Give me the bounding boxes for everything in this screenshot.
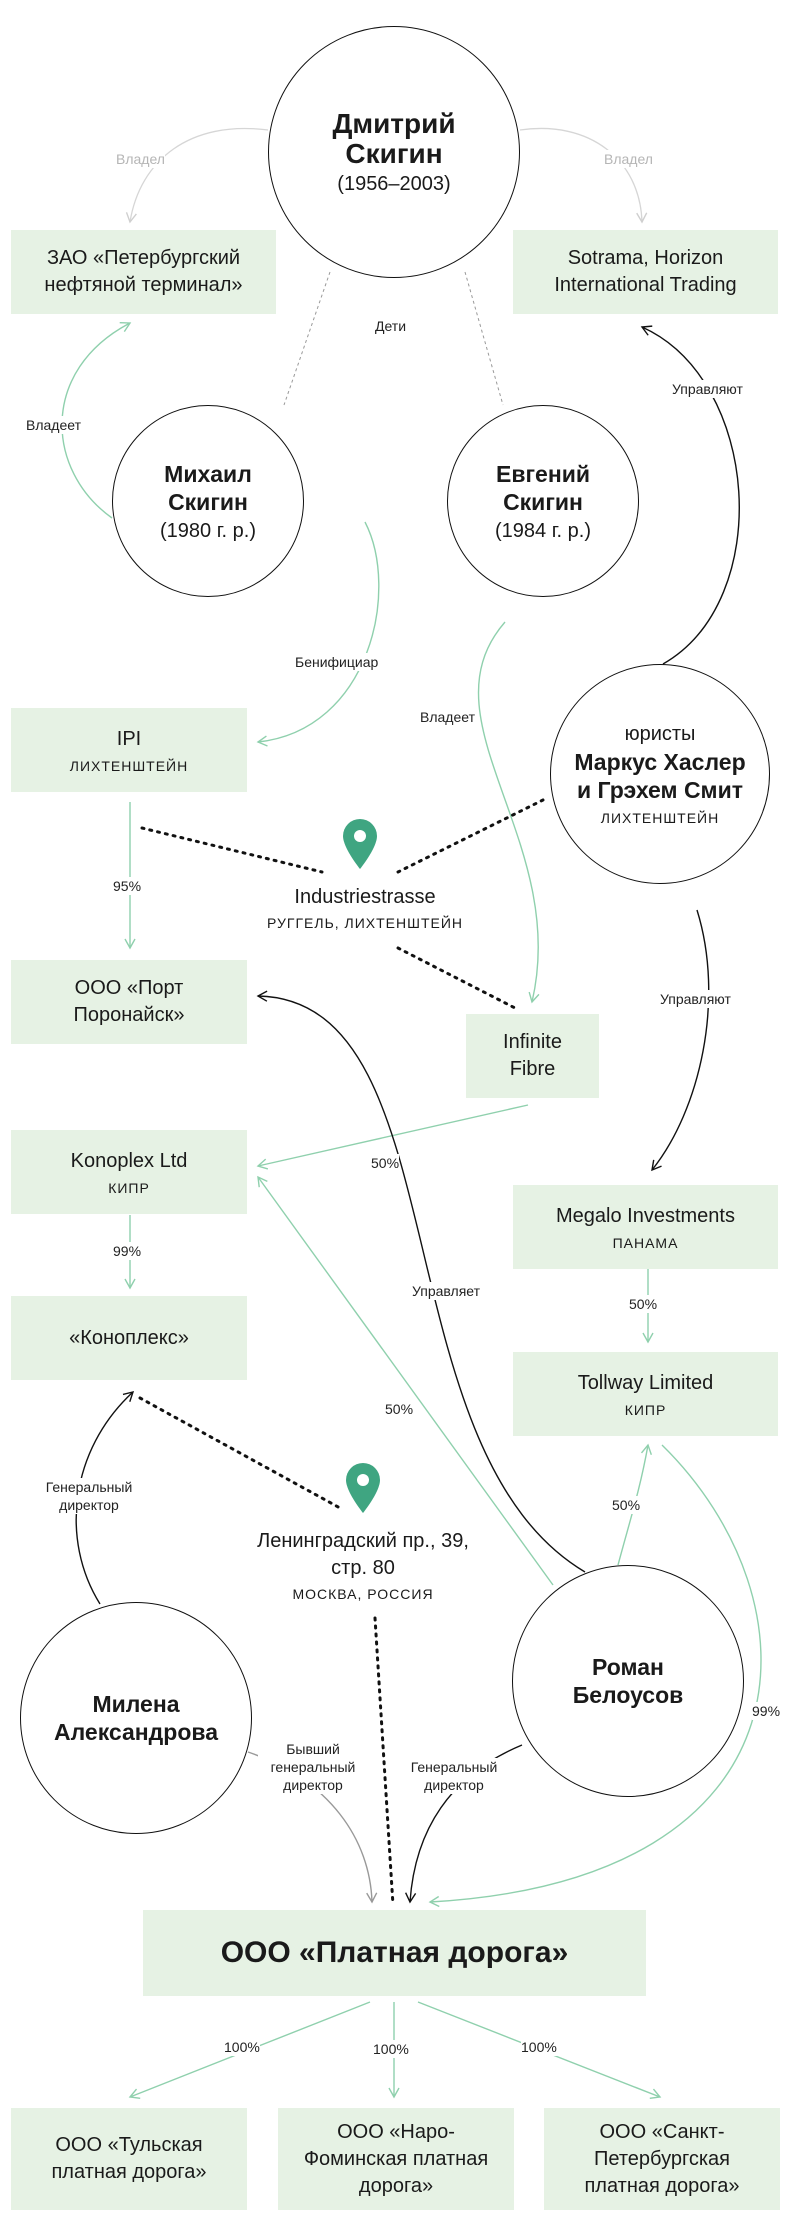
dots-ipi-addr	[140, 826, 324, 874]
person-prefix: юристы	[624, 722, 696, 745]
address-place: РУГГЕЛЬ, ЛИХТЕНШТЕЙН	[266, 915, 464, 931]
line-tollway-platnaya	[428, 1444, 762, 1908]
company-sotrama: Sotrama, Horizon International Trading	[513, 230, 778, 314]
person-years: (1980 г. р.)	[159, 519, 256, 542]
label-former-general-director: Бывший генеральный директор	[258, 1740, 368, 1794]
company-naro: ООО «Наро-Фоминская платная дорога»	[278, 2108, 514, 2210]
line-evgeny-infinite	[477, 621, 540, 1004]
company-port: ООО «Порт Поронайск»	[11, 960, 247, 1044]
company-name: Sotrama, Horizon International Trading	[554, 247, 737, 296]
company-name: Konoplex Ltd	[70, 1150, 188, 1172]
line-dmitry-zao	[125, 127, 269, 224]
label-general-director-roman: Генеральный директор	[398, 1758, 510, 1794]
company-name: Infinite Fibre	[503, 1031, 562, 1080]
line-children-mikhail	[283, 271, 331, 406]
label-beneficiary: Бенифициар	[295, 653, 379, 671]
company-name: IPI	[116, 728, 142, 750]
person-name: Дмитрий Скигин	[332, 107, 456, 169]
address-place: МОСКВА, РОССИЯ	[292, 1586, 434, 1602]
person-lawyers: юристы Маркус Хаслер и Грэхем Смит ЛИХТЕ…	[550, 664, 770, 884]
location-pin-icon	[343, 819, 377, 869]
label-pct-99-tollway: 99%	[752, 1702, 781, 1720]
label-children: Дети	[375, 317, 407, 335]
label-pct-50-megalo-tollway: 50%	[629, 1295, 658, 1313]
label-pct-95: 95%	[113, 877, 142, 895]
label-pct-50-roman-tollway: 50%	[612, 1496, 641, 1514]
person-years: (1956–2003)	[337, 172, 451, 195]
line-mikhail-ipi	[256, 521, 380, 747]
line-roman-platnaya	[405, 1744, 523, 1904]
person-name: Михаил Скигин	[164, 460, 252, 515]
company-megalo: Megalo Investments ПАНАМА	[513, 1185, 778, 1269]
person-roman: Роман Белоусов	[512, 1565, 744, 1797]
line-lawyers-sotrama	[640, 325, 740, 665]
label-pct-50-roman-konoplex: 50%	[385, 1400, 414, 1418]
person-name: Роман Белоусов	[572, 1654, 684, 1708]
label-owns-infinite: Владеет	[420, 708, 475, 726]
line-roman-port	[256, 990, 586, 1573]
label-pct-100-tula: 100%	[224, 2038, 260, 2056]
company-konoplex: «Коноплекс»	[11, 1296, 247, 1380]
dots-lawyers-addr	[396, 798, 545, 874]
label-manages-port: Управляет	[412, 1282, 481, 1300]
company-name: ООО «Санкт-Петербургская платная дорога»	[584, 2120, 740, 2197]
company-name: ООО «Наро-Фоминская платная дорога»	[303, 2120, 489, 2197]
label-general-director: Генеральный директор	[34, 1478, 144, 1514]
dots-addr-platnaya	[373, 1616, 395, 1907]
label-pct-50-konoplex: 50%	[371, 1154, 400, 1172]
person-evgeny: Евгений Скигин (1984 г. р.)	[447, 405, 639, 597]
line-roman-konoplex	[257, 1175, 554, 1586]
company-country: ЛИХТЕНШТЕЙН	[69, 758, 189, 774]
address-name: Industriestrasse	[294, 886, 436, 908]
company-name: ЗАО «Петербургский нефтяной терминал»	[44, 247, 243, 296]
label-owns-zao: Владеет	[26, 416, 81, 434]
company-platnaya: ООО «Платная дорога»	[143, 1910, 646, 1996]
person-name: Евгений Скигин	[495, 460, 591, 515]
dots-konoplex-addr	[138, 1396, 342, 1510]
person-country: ЛИХТЕНШТЕЙН	[600, 809, 720, 826]
label-manage-sotrama: Управляют	[672, 380, 743, 398]
address-leningradsky: Ленинградский пр., 39, стр. 80 МОСКВА, Р…	[233, 1528, 493, 1602]
company-ipi: IPI ЛИХТЕНШТЕЙН	[11, 708, 247, 792]
line-lawyers-megalo	[651, 909, 710, 1172]
company-name: Tollway Limited	[577, 1372, 714, 1394]
company-country: КИПР	[108, 1180, 150, 1196]
company-spb: ООО «Санкт-Петербургская платная дорога»	[544, 2108, 780, 2210]
address-name: Ленинградский пр., 39, стр. 80	[257, 1530, 469, 1579]
company-konoplex-ltd: Konoplex Ltd КИПР	[11, 1130, 247, 1214]
company-zao-pnt: ЗАО «Петербургский нефтяной терминал»	[11, 230, 276, 314]
label-pct-99-konoplex: 99%	[113, 1242, 142, 1260]
label-manage-megalo: Управляют	[660, 990, 731, 1008]
person-name: Маркус Хаслер и Грэхем Смит	[574, 748, 746, 803]
label-pct-100-naro: 100%	[373, 2040, 409, 2058]
label-pct-100-spb: 100%	[521, 2038, 557, 2056]
person-years: (1984 г. р.)	[494, 519, 591, 542]
company-tollway: Tollway Limited КИПР	[513, 1352, 778, 1436]
label-owned-right: Владел	[604, 150, 653, 168]
company-name: ООО «Тульская платная дорога»	[51, 2134, 207, 2183]
line-children-evgeny	[464, 271, 504, 406]
address-industriestrasse: Industriestrasse РУГГЕЛЬ, ЛИХТЕНШТЕЙН	[240, 884, 490, 931]
company-infinite: Infinite Fibre	[466, 1014, 599, 1098]
person-mikhail: Михаил Скигин (1980 г. р.)	[112, 405, 304, 597]
company-name: Megalo Investments	[556, 1205, 735, 1227]
company-name: «Коноплекс»	[69, 1326, 189, 1349]
person-dmitry: Дмитрий Скигин (1956–2003)	[268, 26, 520, 278]
dots-addr-infinite	[396, 946, 517, 1010]
company-country: ПАНАМА	[612, 1235, 679, 1251]
label-owned-left: Владел	[116, 150, 165, 168]
company-country: КИПР	[624, 1402, 667, 1418]
company-tula: ООО «Тульская платная дорога»	[11, 2108, 247, 2210]
company-name: ООО «Платная дорога»	[220, 1936, 569, 1969]
company-name: ООО «Порт Поронайск»	[73, 977, 185, 1026]
person-name: Милена Александрова	[54, 1691, 218, 1745]
location-pin-icon	[346, 1463, 380, 1513]
line-dmitry-sotrama	[519, 127, 648, 224]
person-milena: Милена Александрова	[20, 1602, 252, 1834]
